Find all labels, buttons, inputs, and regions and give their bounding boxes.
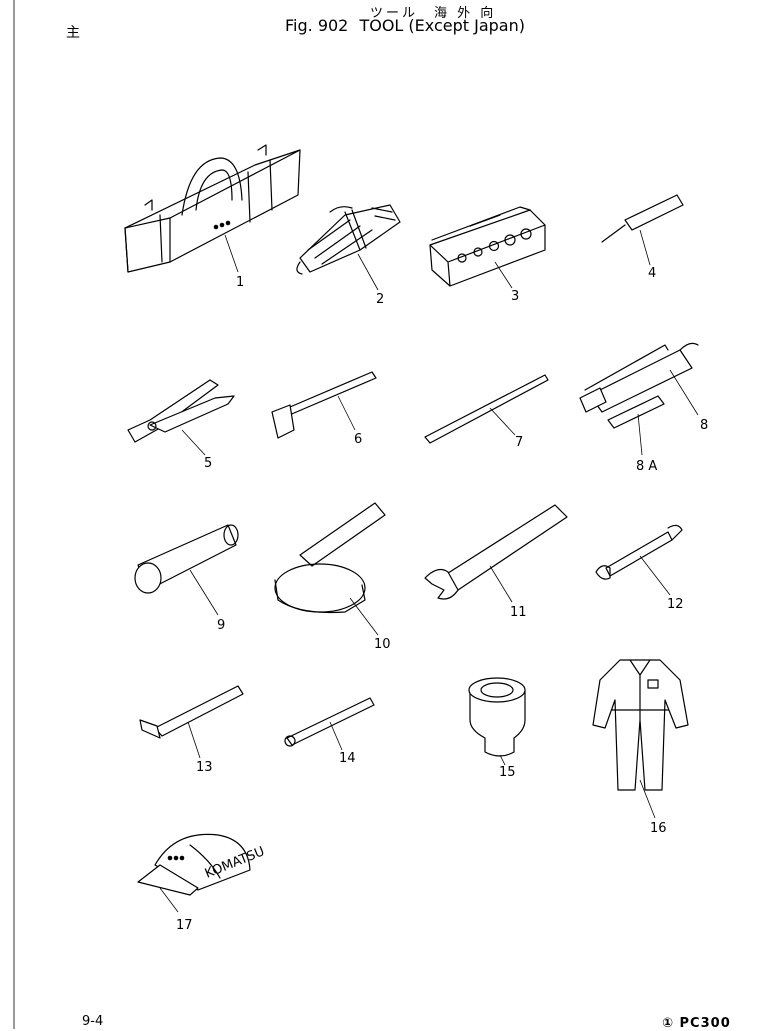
part-5-pliers-drawing <box>127 379 235 443</box>
callout-7: 7 <box>515 435 523 450</box>
callout-12: 12 <box>667 597 684 612</box>
part-14-extension-bar-drawing <box>284 697 375 747</box>
japanese-title: ツール 海 外 向 <box>370 6 497 21</box>
callout-5: 5 <box>204 456 212 471</box>
part-13-hex-key-drawing <box>139 685 244 739</box>
part-6-hammer-drawing <box>271 371 377 439</box>
part-1-tool-bag-drawing <box>124 144 301 273</box>
part-17-cap-drawing: KOMATSU <box>137 833 267 896</box>
callout-8a: 8 A <box>636 459 657 474</box>
model-number: ① PC300 <box>662 1016 731 1031</box>
callout-16: 16 <box>650 821 667 836</box>
callout-9: 9 <box>217 618 225 633</box>
callout-17: 17 <box>176 918 193 933</box>
figure-title: Fig. 902 TOOL (Except Japan) <box>285 16 531 35</box>
part-4-screwdriver-drawing <box>601 194 684 243</box>
callout-8: 8 <box>700 418 708 433</box>
figure-name: TOOL (Except Japan) <box>359 16 525 35</box>
callout-10: 10 <box>374 637 391 652</box>
callout-1: 1 <box>236 275 244 290</box>
part-10-filter-wrench-drawing <box>274 502 386 614</box>
part-16-coverall-drawing <box>592 659 689 791</box>
callout-14: 14 <box>339 751 356 766</box>
corner-mark: 主 <box>66 25 80 41</box>
part-9-cylinder-drawing <box>134 524 239 594</box>
part-12-open-wrench-drawing <box>595 524 683 580</box>
callout-4: 4 <box>648 266 656 281</box>
part-8a-pipe-drawing <box>607 395 665 429</box>
callout-13: 13 <box>196 760 213 775</box>
part-2-wrench-set-drawing <box>296 204 401 275</box>
part-8-grease-gun-drawing <box>579 342 699 413</box>
part-15-socket-drawing <box>468 677 526 757</box>
callout-15: 15 <box>499 765 516 780</box>
callout-3: 3 <box>511 289 519 304</box>
callout-6: 6 <box>354 432 362 447</box>
callout-11: 11 <box>510 605 527 620</box>
page-number: 9-4 <box>82 1014 104 1029</box>
callout-2: 2 <box>376 292 384 307</box>
part-7-bar-drawing <box>424 374 549 444</box>
part-3-socket-box-drawing <box>429 206 546 287</box>
figure-number: Fig. 902 <box>285 16 349 35</box>
part-11-wrench-drawing <box>424 504 568 600</box>
